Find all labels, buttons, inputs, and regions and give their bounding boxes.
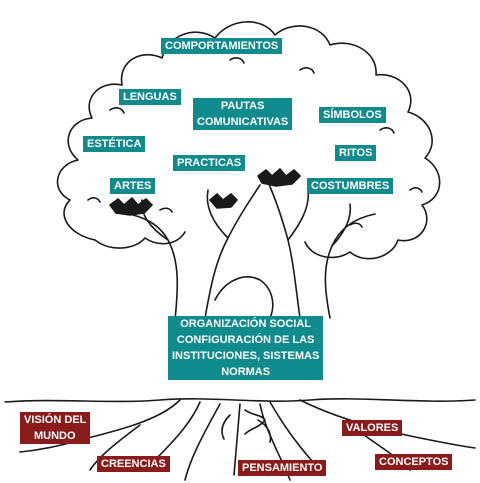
- label-pautas-line1: PAUTAS: [220, 100, 265, 112]
- label-simbolos: SÍMBOLOS: [319, 107, 386, 123]
- label-pautas-comunicativas: PAUTAS COMUNICATIVAS: [193, 98, 293, 130]
- label-practicas: PRACTICAS: [173, 155, 246, 171]
- branch-midleft: [206, 189, 229, 239]
- foliage-dark-left: [109, 197, 153, 216]
- label-creencias: CREENCIAS: [97, 456, 170, 472]
- label-pensamiento: PENSAMIENTO: [238, 460, 327, 476]
- root-5: [299, 399, 476, 449]
- label-costumbres: COSTUMBRES: [307, 178, 394, 194]
- label-vision-line1: VISIÓN DEL: [24, 414, 87, 426]
- trunk-hollow: [214, 276, 274, 319]
- canopy-inner-left: [94, 231, 186, 249]
- label-conceptos: CONCEPTOS: [375, 454, 453, 470]
- label-vision-del-mundo: VISIÓN DEL MUNDO: [20, 412, 91, 444]
- label-ritos: RITOS: [335, 145, 377, 161]
- label-artes: ARTES: [110, 178, 156, 194]
- root-3: [233, 403, 241, 476]
- label-vision-line2: MUNDO: [34, 430, 76, 442]
- label-organizacion-social: ORGANIZACIÓN SOCIAL: [180, 318, 312, 330]
- label-estetica: ESTÉTICA: [83, 136, 146, 152]
- label-comportamientos: COMPORTAMIENTOS: [161, 38, 283, 54]
- trunk-left: [117, 211, 179, 321]
- label-normas: NORMAS: [221, 366, 271, 378]
- foliage-dark-center: [209, 193, 238, 209]
- root-8: [89, 424, 141, 471]
- label-configuracion: CONFIGURACIÓN DE LAS: [176, 334, 315, 346]
- trunk-center-b: [267, 181, 301, 319]
- label-valores: VALORES: [342, 420, 403, 436]
- label-instituciones: INSTITUCIONES, SISTEMAS: [172, 350, 320, 362]
- label-trunk-block: ORGANIZACIÓN SOCIAL CONFIGURACIÓN DE LAS…: [168, 316, 324, 380]
- trunk-right: [324, 213, 376, 319]
- branch-midright: [287, 189, 310, 241]
- label-pautas-line2: COMUNICATIVAS: [197, 116, 289, 128]
- canopy-outline: [56, 21, 441, 260]
- foliage-dark-right: [257, 168, 301, 187]
- branch-right: [331, 203, 352, 247]
- label-lenguas: LENGUAS: [119, 89, 181, 105]
- ground-line: [4, 398, 476, 403]
- root-6: [184, 403, 221, 481]
